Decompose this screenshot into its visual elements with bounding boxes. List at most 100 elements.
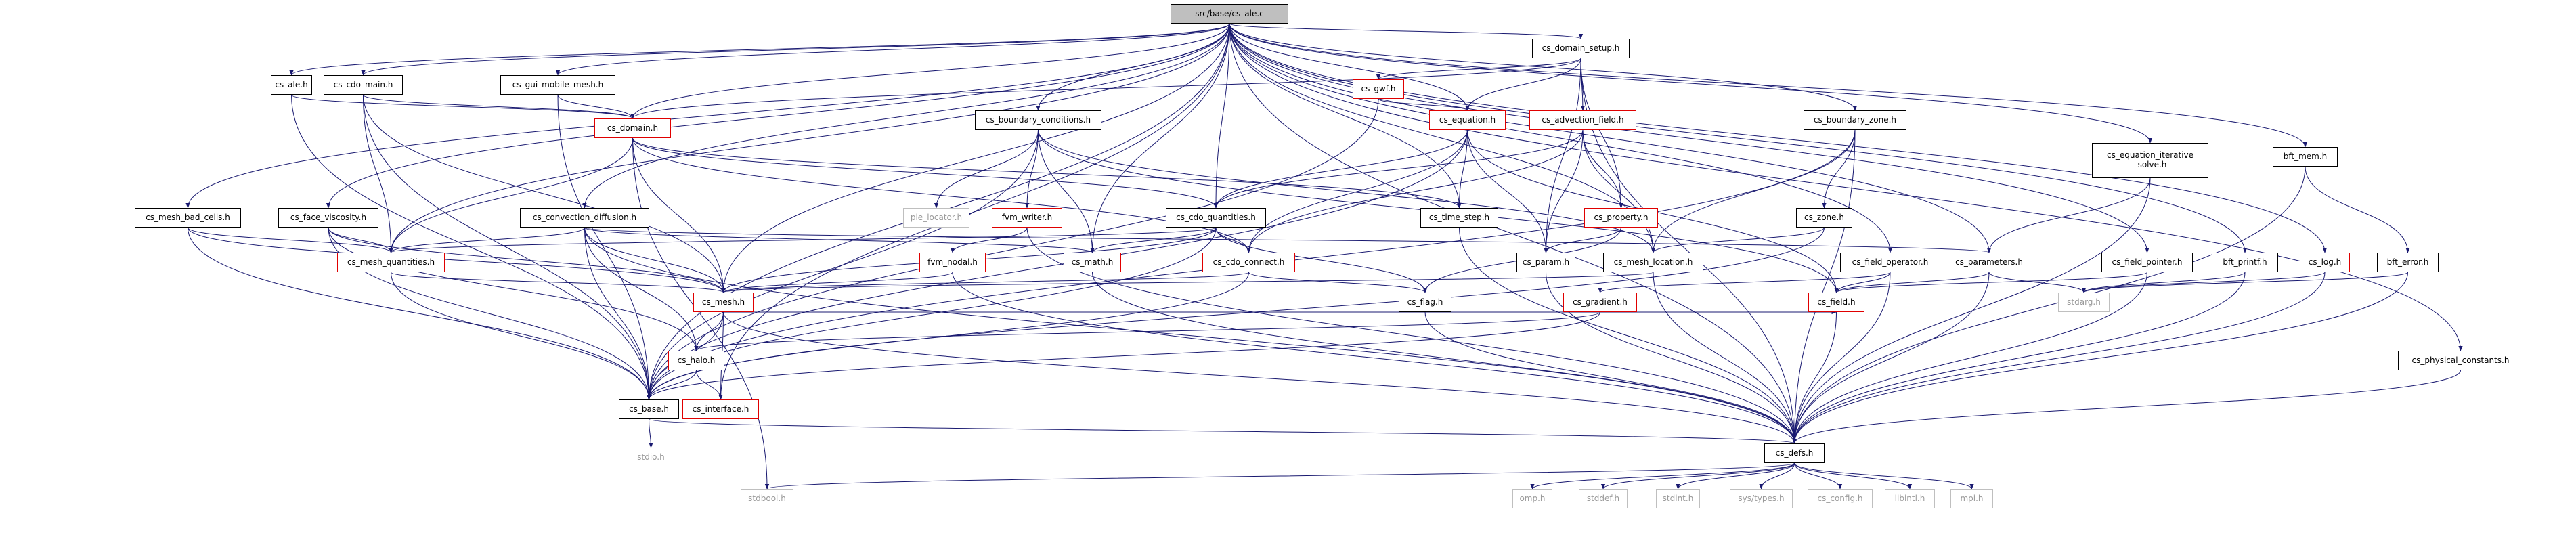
- edge-cs-defs-h-to-stdint-h: [1676, 462, 1795, 490]
- edge-cs-advection-field-h-to-cs-cdo-quantities-h: [1213, 129, 1584, 209]
- node-cs-property-h[interactable]: cs_property.h: [1584, 208, 1658, 228]
- edge-cs-gui-mobile-mesh-h-to-cs-base-h: [557, 94, 651, 400]
- node-stdarg-h: stdarg.h: [2058, 293, 2110, 312]
- edge-cs-base-h-to-cs-defs-h: [649, 418, 1797, 444]
- edge-cs-field-operator-h-to-cs-field-h: [1834, 272, 1891, 293]
- edge-bft-printf-h-to-cs-defs-h: [1792, 272, 2246, 444]
- node-cs-parameters-h[interactable]: cs_parameters.h: [1948, 253, 2030, 272]
- edge-cs-field-h-to-cs-defs-h: [1792, 311, 1837, 444]
- edge-cs-mesh-quantities-h-to-cs-mesh-h: [391, 272, 726, 293]
- node-cs-equation-h[interactable]: cs_equation.h: [1429, 110, 1506, 130]
- node-cs-equation-iterative-solve-h[interactable]: cs_equation_iterative _solve.h: [2092, 143, 2208, 178]
- node-cs-cdo-connect-h[interactable]: cs_cdo_connect.h: [1202, 253, 1295, 272]
- node-cs-field-h[interactable]: cs_field.h: [1808, 293, 1864, 312]
- edge-cs-domain-h-to-cs-mesh-quantities-h: [389, 137, 633, 253]
- edge-cs-advection-field-h-to-cs-property-h: [1582, 129, 1623, 209]
- node-cs-gwf-h[interactable]: cs_gwf.h: [1353, 79, 1404, 99]
- edge-cs-boundary-zone-h-to-cs-mesh-location-h: [1651, 129, 1856, 253]
- node-cs-gui-mobile-mesh-h[interactable]: cs_gui_mobile_mesh.h: [500, 75, 615, 95]
- node-cs-zone-h[interactable]: cs_zone.h: [1796, 208, 1852, 228]
- edge-cs-ale-c-to-cs-convection-diffusion-h: [582, 23, 1230, 209]
- node-cs-convection-diffusion-h[interactable]: cs_convection_diffusion.h: [520, 208, 649, 228]
- node-cs-advection-field-h[interactable]: cs_advection_field.h: [1529, 110, 1636, 130]
- node-cs-interface-h[interactable]: cs_interface.h: [682, 399, 759, 419]
- node-cs-halo-h[interactable]: cs_halo.h: [668, 351, 724, 370]
- node-cs-face-viscosity-h[interactable]: cs_face_viscosity.h: [278, 208, 378, 228]
- node-cs-mesh-h[interactable]: cs_mesh.h: [693, 293, 754, 312]
- edge-cs-field-operator-h-to-cs-gradient-h: [1598, 272, 1891, 293]
- edge-cs-parameters-h-to-cs-defs-h: [1792, 272, 1990, 444]
- node-cs-base-h[interactable]: cs_base.h: [619, 399, 679, 419]
- edge-cs-parameters-h-to-cs-field-h: [1834, 272, 1990, 293]
- edge-cs-mesh-h-to-cs-halo-h: [694, 311, 724, 351]
- edge-cs-gradient-h-to-cs-halo-h: [694, 311, 1600, 351]
- node-fvm-writer-h[interactable]: fvm_writer.h: [992, 208, 1062, 228]
- edge-cs-defs-h-to-stddef-h: [1600, 462, 1795, 490]
- node-cs-domain-h[interactable]: cs_domain.h: [594, 118, 671, 138]
- edge-cs-boundary-zone-h-to-cs-zone-h: [1822, 129, 1856, 209]
- edge-bft-printf-h-to-stdarg-h: [2081, 272, 2246, 293]
- node-cs-defs-h[interactable]: cs_defs.h: [1764, 443, 1825, 463]
- node-fvm-nodal-h[interactable]: fvm_nodal.h: [919, 253, 986, 272]
- edge-cs-boundary-conditions-h-to-cs-math-h: [1038, 129, 1095, 253]
- edge-cs-cdo-main-h-to-cs-mesh-quantities-h: [363, 94, 393, 253]
- node-cs-physical-constants-h[interactable]: cs_physical_constants.h: [2398, 351, 2523, 370]
- edge-cs-domain-setup-h-to-cs-domain-h: [630, 58, 1581, 119]
- edge-bft-mem-h-to-bft-error-h: [2305, 166, 2410, 253]
- edge-cs-math-h-to-cs-defs-h: [1092, 272, 1797, 444]
- node-cs-cdo-quantities-h[interactable]: cs_cdo_quantities.h: [1166, 208, 1266, 228]
- node-cs-mesh-quantities-h[interactable]: cs_mesh_quantities.h: [337, 253, 445, 272]
- edge-cs-ale-c-to-cs-boundary-zone-h: [1229, 23, 1858, 111]
- edge-cs-param-h-to-cs-defs-h: [1546, 272, 1797, 444]
- node-cs-log-h[interactable]: cs_log.h: [2300, 253, 2350, 272]
- edge-cs-face-viscosity-h-to-cs-halo-h: [328, 227, 699, 351]
- edge-cs-advection-field-h-to-cs-param-h: [1544, 129, 1584, 253]
- node-cs-param-h[interactable]: cs_param.h: [1516, 253, 1575, 272]
- node-cs-boundary-conditions-h[interactable]: cs_boundary_conditions.h: [975, 110, 1101, 130]
- edge-cs-mesh-bad-cells-h-to-cs-base-h: [188, 227, 651, 400]
- edge-cs-field-pointer-h-to-cs-field-h: [1834, 272, 2147, 293]
- edge-cs-parameters-h-to-stdarg-h: [1988, 272, 2087, 293]
- node-bft-error-h[interactable]: bft_error.h: [2377, 253, 2439, 272]
- node-cs-ale-c[interactable]: src/base/cs_ale.c: [1171, 4, 1288, 24]
- node-cs-field-operator-h[interactable]: cs_field_operator.h: [1840, 253, 1940, 272]
- node-cs-domain-setup-h[interactable]: cs_domain_setup.h: [1532, 39, 1630, 58]
- node-cs-time-step-h[interactable]: cs_time_step.h: [1420, 208, 1498, 228]
- edge-cs-cdo-main-h-to-cs-base-h: [363, 94, 651, 400]
- edge-cs-equation-h-to-cs-time-step-h: [1457, 129, 1468, 209]
- edge-cs-domain-setup-h-to-cs-defs-h: [1580, 58, 1797, 444]
- node-stdbool-h: stdbool.h: [741, 489, 793, 508]
- edge-cs-ale-c-to-cs-equation-h: [1229, 23, 1470, 111]
- edge-cs-defs-h-to-stdbool-h: [765, 462, 1795, 490]
- node-bft-mem-h[interactable]: bft_mem.h: [2273, 147, 2338, 167]
- edge-cs-ale-h-to-cs-base-h: [291, 94, 651, 400]
- edge-cs-ale-c-to-cs-parameters-h: [1229, 23, 1992, 253]
- edge-cs-equation-h-to-cs-cdo-connect-h: [1246, 129, 1468, 253]
- edge-cs-gradient-h-to-cs-base-h: [647, 311, 1600, 400]
- edge-cs-equation-h-to-cs-param-h: [1467, 129, 1548, 253]
- node-cs-gradient-h[interactable]: cs_gradient.h: [1563, 293, 1637, 312]
- node-cs-boundary-zone-h[interactable]: cs_boundary_zone.h: [1804, 110, 1906, 130]
- edge-cs-ale-c-to-cs-cdo-main-h: [361, 23, 1230, 76]
- node-cs-mesh-location-h[interactable]: cs_mesh_location.h: [1603, 253, 1703, 272]
- edge-bft-error-h-to-cs-defs-h: [1792, 272, 2408, 444]
- node-cs-math-h[interactable]: cs_math.h: [1064, 253, 1121, 272]
- node-cs-flag-h[interactable]: cs_flag.h: [1399, 293, 1451, 312]
- edge-cs-ale-c-to-cs-defs-h: [1229, 23, 1797, 444]
- node-cs-mesh-bad-cells-h[interactable]: cs_mesh_bad_cells.h: [135, 208, 241, 228]
- node-bft-printf-h[interactable]: bft_printf.h: [2212, 253, 2278, 272]
- edge-cs-flag-h-to-cs-defs-h: [1424, 311, 1797, 444]
- edge-cs-domain-h-to-stdbool-h: [632, 137, 770, 490]
- edge-cs-convection-diffusion-h-to-cs-mesh-quantities-h: [389, 227, 585, 253]
- node-cs-cdo-main-h[interactable]: cs_cdo_main.h: [324, 75, 403, 95]
- edge-cs-log-h-to-stdarg-h: [2081, 272, 2326, 293]
- edge-bft-error-h-to-stdarg-h: [2082, 272, 2408, 293]
- edge-bft-mem-h-to-cs-defs-h: [1792, 166, 2306, 444]
- node-cs-ale-h[interactable]: cs_ale.h: [271, 75, 312, 95]
- edge-cs-cdo-quantities-h-to-cs-cdo-connect-h: [1215, 227, 1251, 253]
- edge-cs-ale-c-to-cs-log-h: [1229, 23, 2328, 253]
- edge-cs-convection-diffusion-h-to-cs-defs-h: [584, 227, 1797, 444]
- edge-cs-ale-c-to-bft-mem-h: [1229, 23, 2308, 148]
- node-cs-field-pointer-h[interactable]: cs_field_pointer.h: [2101, 253, 2193, 272]
